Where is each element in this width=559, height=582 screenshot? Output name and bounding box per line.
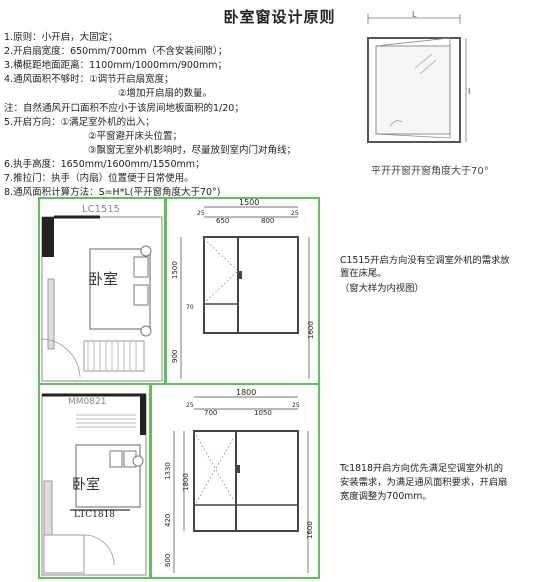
window-frame-2 [150, 383, 320, 579]
rule-5c: ③飘窗无室外机影响时，尽量放到室内门对角线； [88, 145, 297, 156]
rule-7: 7.推拉门：执手（内扇）位置便于日常使用。 [4, 173, 194, 184]
rule-6: 6.执手高度：1650mm/1600mm/1550mm； [4, 159, 205, 170]
rule-5: 5.开启方向：①满足室外机的出入； [4, 117, 155, 128]
casement-window-diagram: L H [367, 10, 470, 143]
rule-1: 1.原则：小开启，大固定； [4, 32, 118, 43]
rule-8: 8.通风面积计算方法：S=H*L(平开窗角度大于70°) [4, 187, 221, 198]
note-2-line-1: Tc1818开启方向优先满足空调室外机的 [340, 463, 504, 474]
dim-h-total: 1600 [307, 321, 315, 339]
room-label-2: 卧室 [72, 477, 100, 493]
dim-h-lower: 900 [171, 350, 179, 363]
rule-4: 4.通风面积不够时：①调节开启扇宽度； [4, 74, 174, 85]
dim-h-lower-2: 600 [164, 554, 172, 567]
label-H: H [468, 87, 470, 96]
dim-h-mid: 70 [186, 304, 194, 311]
dim-h-mid-2: 420 [164, 514, 172, 527]
note-1-line-3: （窗大样为内视图） [340, 283, 424, 294]
label-L: L [412, 10, 417, 19]
note-1-line-2: 置在床尾。 [340, 268, 387, 279]
floor-plan-1 [41, 215, 163, 382]
floor-plan-2 [41, 393, 147, 576]
note-2-line-3: 宽度调整为700mm。 [340, 491, 432, 502]
dim-seg2: 650 [216, 217, 229, 225]
dim-h-upper: 1500 [171, 261, 179, 279]
note-1-line-1: C1515开启方向没有空调室外机的需求放 [340, 255, 510, 266]
rule-note: 注：自然通风开口面积不应小于该房间地板面积的1/20； [4, 103, 244, 114]
dim-seg3-2: 1050 [254, 409, 272, 417]
room-label-1: 卧室 [88, 270, 119, 288]
window-elevation-1: 1500 25 650 800 25 1500 70 900 1600 [171, 199, 315, 379]
rule-3: 3.横梃距地面距离：1100mm/1000mm/900mm； [4, 60, 227, 71]
window-elevation-2: 1800 25 700 1050 25 1330 420 600 1800 16… [164, 388, 314, 573]
page-title: 卧室窗设计原则 [223, 8, 336, 26]
dim-seg1: 25 [197, 210, 205, 217]
rule-2: 2.开启扇宽度：650mm/700mm（不含安装间隙）； [4, 46, 228, 57]
note-2-line-2: 安装需求，为满足通风面积要求，开启扇 [340, 477, 508, 488]
dim-seg2-2: 700 [204, 409, 217, 417]
dim-seg1-2: 25 [186, 402, 194, 409]
dim-h-total1-2: 1800 [182, 473, 190, 491]
dim-h-total-2: 1600 [306, 521, 314, 539]
rule-4b: ②增加开启扇的数量。 [118, 88, 213, 99]
plan-code-2-top: MM0821 [68, 397, 107, 407]
dim-total-w-2: 1800 [236, 388, 256, 397]
dim-seg3: 800 [261, 217, 274, 225]
rule-5b: ②平窗避开床头位置； [88, 131, 183, 142]
diagram-caption: 平开开窗开窗角度大于70° [371, 166, 489, 177]
plan-code-2-bottom: LTC1818 [74, 510, 116, 520]
dim-h-upper-2: 1330 [164, 462, 172, 480]
plan-code-1: LC1515 [82, 204, 121, 215]
dim-total-w: 1500 [239, 199, 259, 207]
dim-seg4-2: 25 [292, 402, 300, 409]
dim-seg4: 25 [291, 210, 299, 217]
